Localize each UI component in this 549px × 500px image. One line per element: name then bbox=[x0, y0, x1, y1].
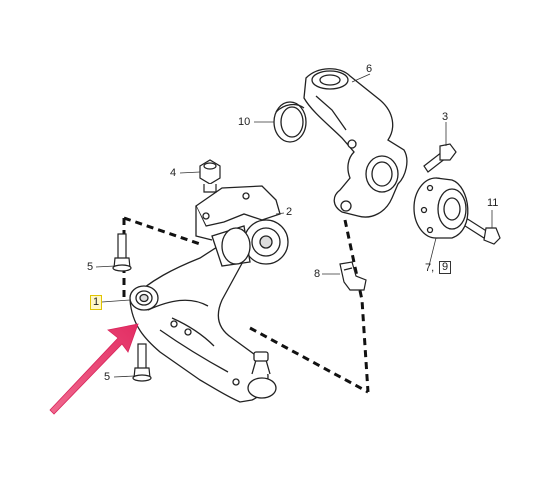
wheel-hub-part bbox=[413, 177, 469, 239]
control-arm-part bbox=[129, 238, 277, 403]
steering-knuckle-part bbox=[303, 68, 408, 218]
callout-4: 4 bbox=[170, 167, 177, 179]
callout-5-upper: 5 bbox=[87, 261, 94, 273]
seal-ring-part bbox=[273, 101, 307, 143]
bolt-part-upper bbox=[112, 233, 132, 272]
callout-2: 2 bbox=[286, 206, 293, 218]
bushing-bracket-part bbox=[195, 185, 289, 267]
pointer-arrow bbox=[49, 323, 139, 415]
callout-10: 10 bbox=[238, 116, 251, 128]
callout-1: 1 bbox=[90, 295, 103, 310]
callout-7: 7, bbox=[425, 262, 435, 274]
callout-6: 6 bbox=[366, 63, 373, 75]
bolt-part-3 bbox=[423, 143, 457, 173]
bolt-part-lower bbox=[132, 343, 152, 382]
callout-3: 3 bbox=[442, 111, 449, 123]
nut-part bbox=[199, 159, 221, 193]
callout-5-lower: 5 bbox=[104, 371, 111, 383]
leader-lines bbox=[95, 73, 493, 378]
callout-8: 8 bbox=[314, 268, 321, 280]
callout-11: 11 bbox=[487, 197, 499, 209]
callout-9: 9 bbox=[439, 261, 452, 274]
bolt-part-11 bbox=[461, 217, 501, 245]
clip-part bbox=[339, 261, 367, 291]
